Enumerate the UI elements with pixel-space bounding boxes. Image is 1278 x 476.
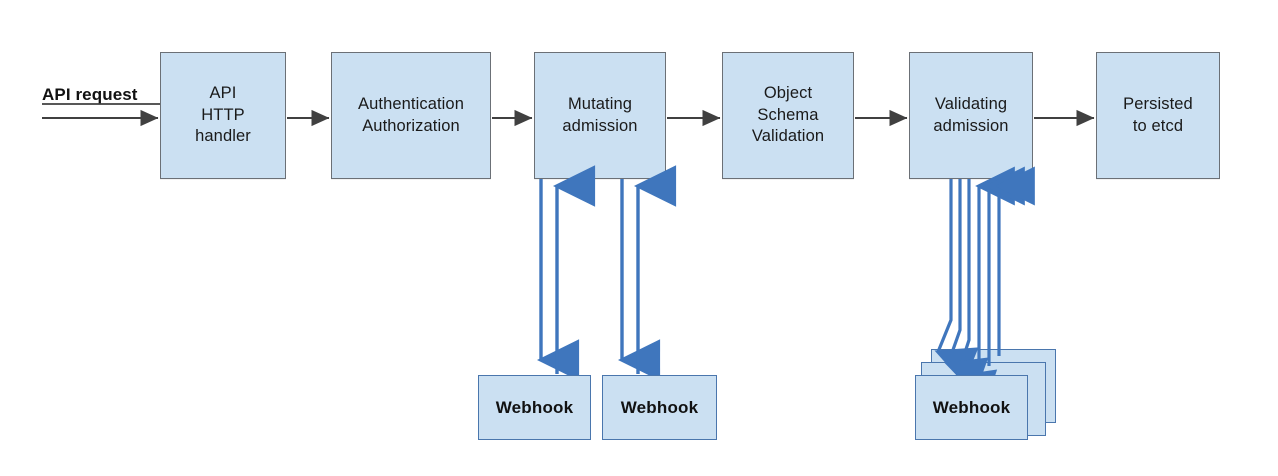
node-object-schema-validation[interactable]: Object Schema Validation	[722, 52, 854, 179]
webhook-label: Webhook	[932, 397, 1011, 417]
node-label: Validating admission	[933, 94, 1009, 135]
webhook-label: Webhook	[495, 397, 574, 417]
node-label: Object Schema Validation	[751, 83, 825, 146]
webhook-box-validating-1[interactable]: Webhook	[915, 375, 1028, 440]
mutating-webhook-1-wires	[536, 165, 596, 381]
node-label: Authentication Authorization	[358, 94, 464, 135]
wire-validating-request-3	[934, 179, 979, 384]
validating-webhook-wires	[934, 166, 1035, 407]
api-request-label: API request	[42, 85, 138, 104]
node-label: Mutating admission	[562, 94, 638, 135]
node-authn-authz[interactable]: Authentication Authorization	[331, 52, 491, 179]
node-label: API HTTP handler	[195, 83, 251, 146]
webhook-box-mutating-2[interactable]: Webhook	[602, 375, 717, 440]
node-validating-admission[interactable]: Validating admission	[909, 52, 1033, 179]
node-persisted-to-etcd[interactable]: Persisted to etcd	[1096, 52, 1220, 179]
wire-validating-request-2	[944, 179, 989, 395]
webhook-label: Webhook	[620, 397, 699, 417]
node-api-http-handler[interactable]: API HTTP handler	[160, 52, 286, 179]
node-label: Persisted to etcd	[1123, 94, 1193, 135]
node-mutating-admission[interactable]: Mutating admission	[534, 52, 666, 179]
mutating-webhook-2-wires	[617, 165, 677, 381]
wire-validating-request-1	[953, 179, 998, 407]
webhook-box-mutating-1[interactable]: Webhook	[478, 375, 591, 440]
